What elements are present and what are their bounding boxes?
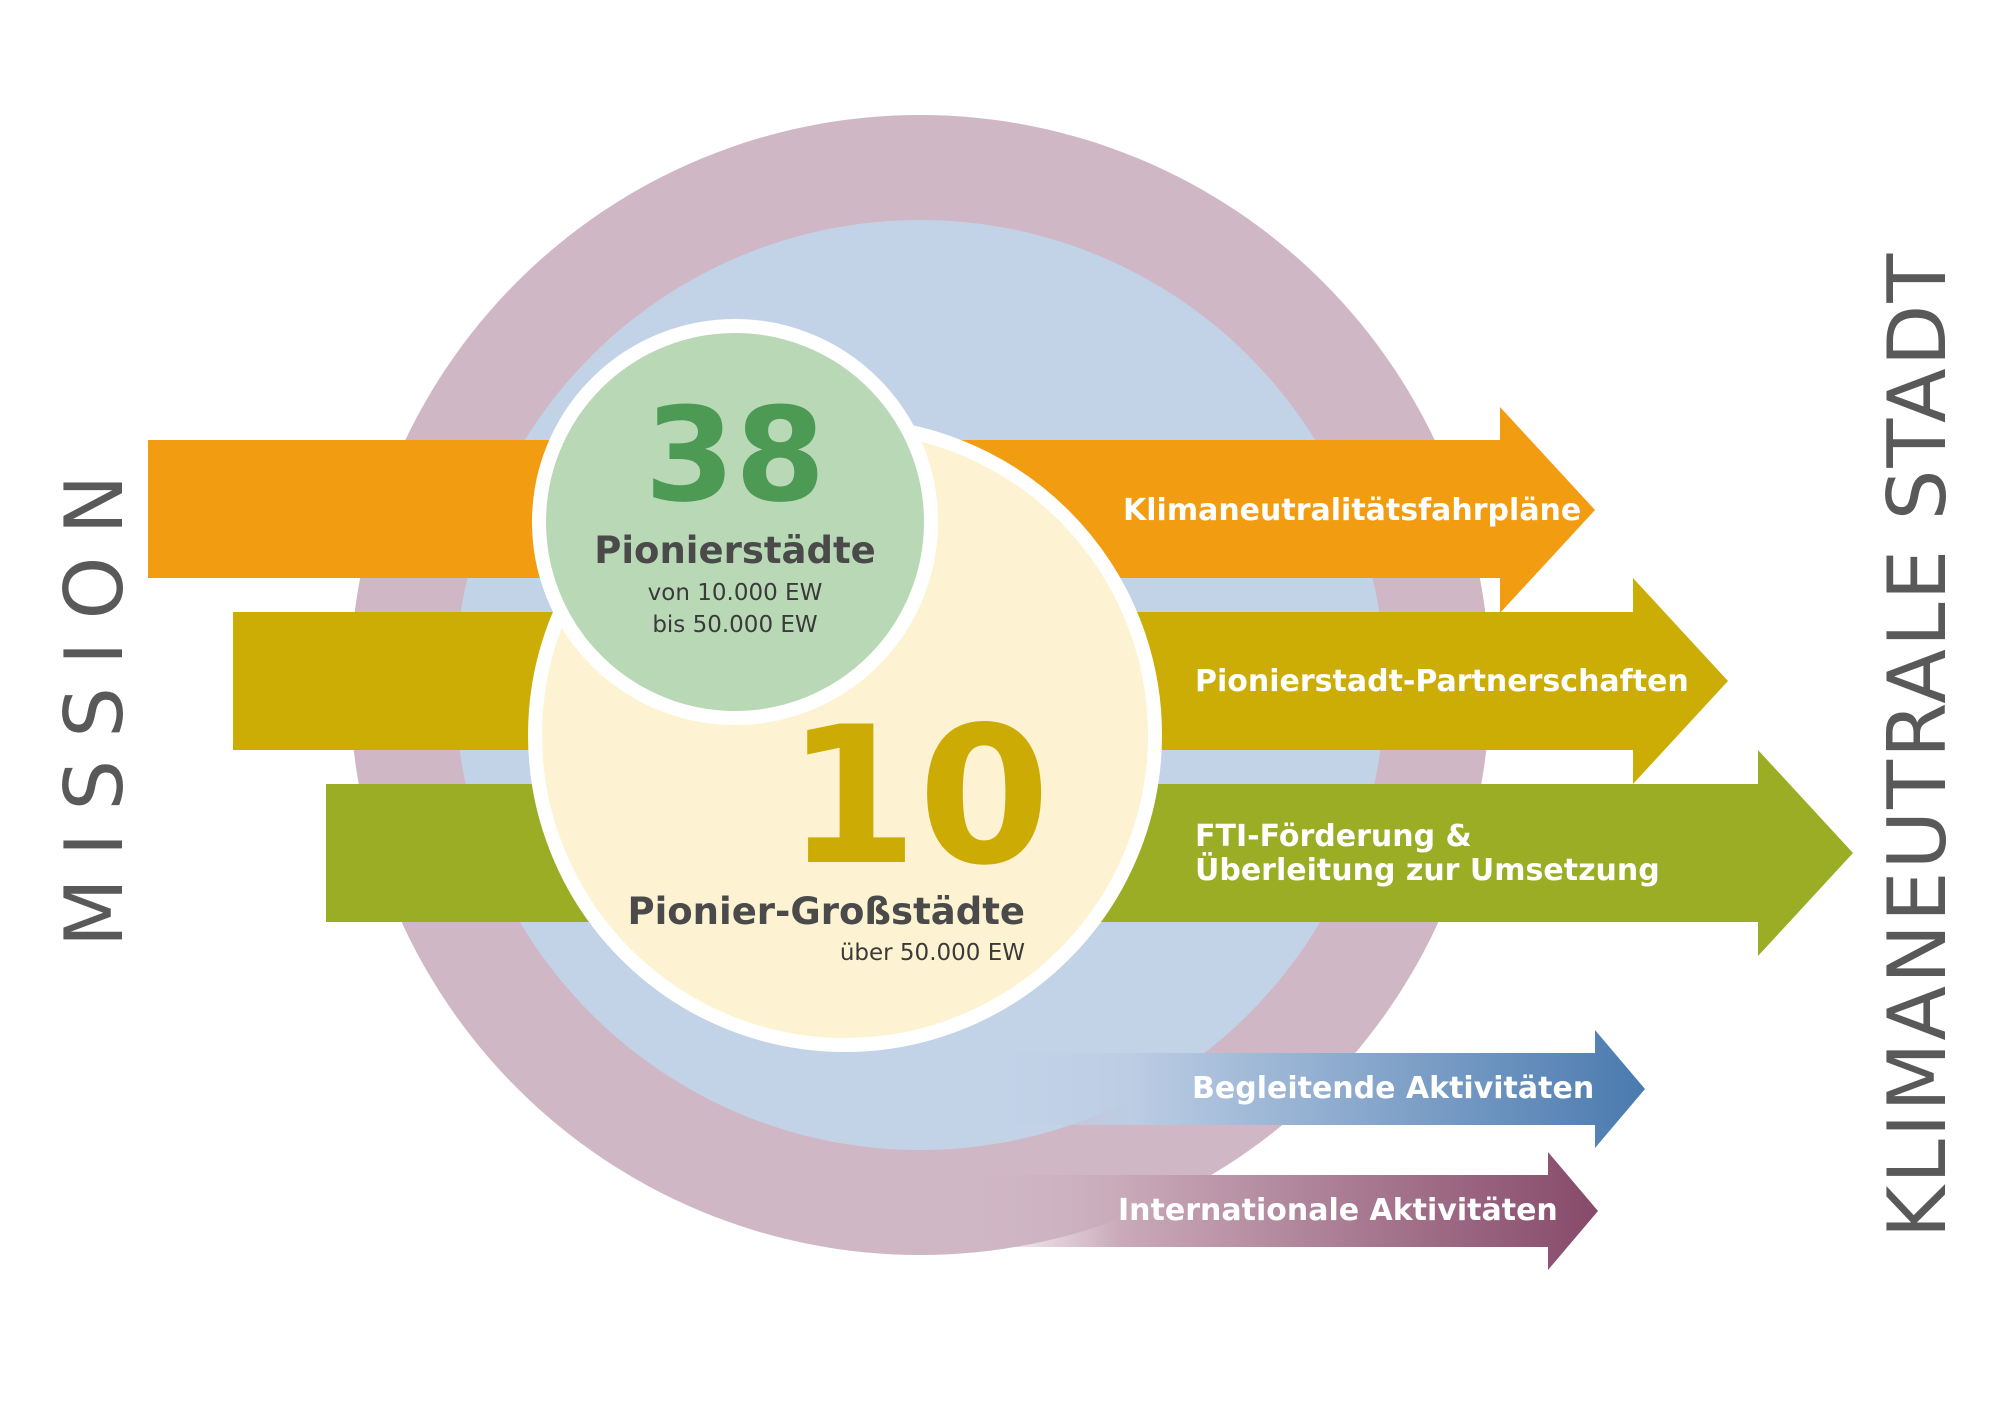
pioneer-cities-title: Pionierstädte	[594, 529, 876, 572]
arrow-international-activities	[960, 1152, 1598, 1270]
pioneer-large-cities-title: Pionier-Großstädte	[627, 890, 1025, 933]
pioneer-large-cities-sub: über 50.000 EW	[840, 940, 1025, 966]
arrow-accompanying-label: Begleitende Aktivitäten	[1192, 1071, 1594, 1106]
arrow-partnerships-label: Pionierstadt-Partnerschaften	[1195, 664, 1689, 699]
mission-title: MISSION	[48, 453, 141, 948]
arrow-accompanying-activities	[960, 1030, 1645, 1148]
pioneer-cities-number: 38	[645, 379, 826, 531]
pioneer-cities-range-from: von 10.000 EW	[648, 580, 823, 606]
arrow-international-label: Internationale Aktivitäten	[1118, 1193, 1558, 1228]
arrow-funding-label-line2: Überleitung zur Umsetzung	[1195, 851, 1660, 888]
arrow-funding-label-line1: FTI-Förderung &	[1195, 819, 1472, 854]
pioneer-cities-circle	[532, 319, 938, 725]
climate-neutral-city-title: KLIMANEUTRALE STADT	[1871, 252, 1964, 1238]
pioneer-cities-range-to: bis 50.000 EW	[652, 612, 817, 638]
pioneer-large-cities-number: 10	[786, 686, 1050, 907]
arrow-roadmaps-label: Klimaneutralitätsfahrpläne	[1123, 493, 1581, 528]
